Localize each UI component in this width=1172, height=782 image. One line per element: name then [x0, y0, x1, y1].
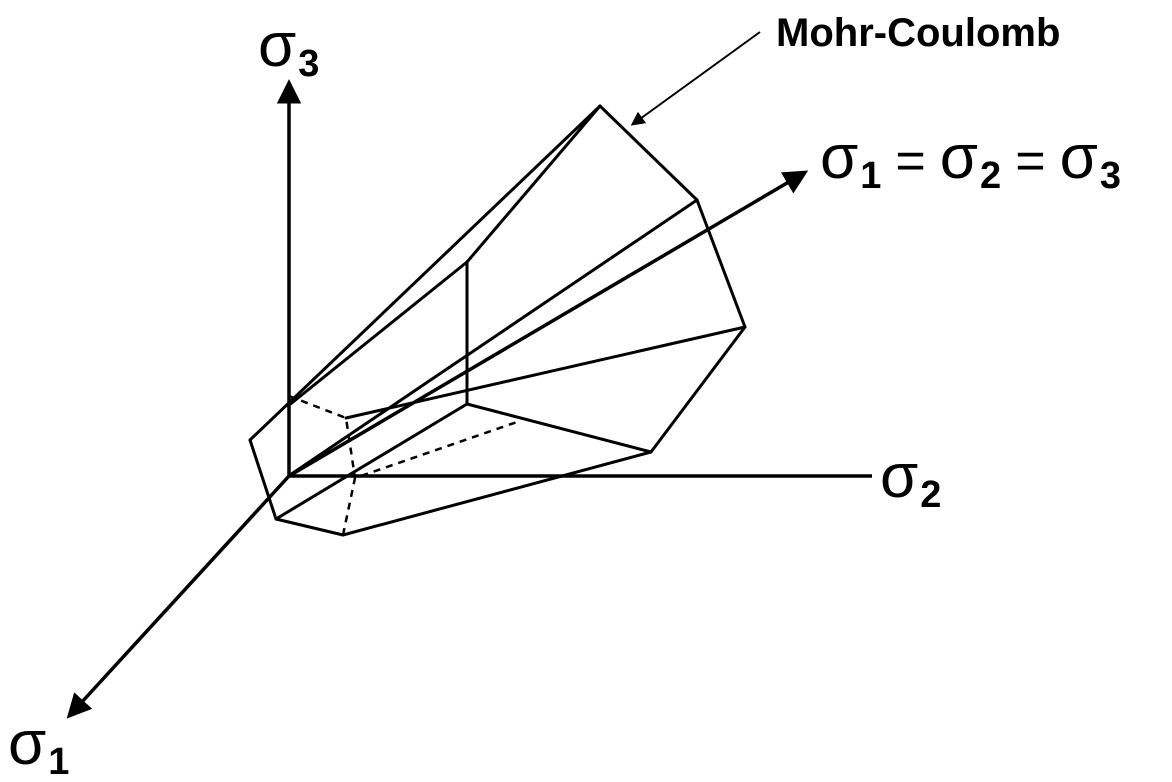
surface-label: Mohr-Coulomb	[776, 11, 1060, 55]
mohr-coulomb-surface	[248, 104, 747, 537]
far-hexagon-section	[465, 104, 747, 454]
sigma1-axis-label: σ1	[8, 709, 69, 782]
axes	[66, 79, 872, 719]
callout-arrow	[630, 31, 761, 126]
sigma3-axis-label: σ3	[258, 11, 319, 85]
hidden-edge-lower	[341, 419, 521, 536]
edge-upper-inner	[286, 260, 469, 408]
sigma2-axis-label: σ2	[880, 442, 941, 516]
edge-bottom	[341, 450, 653, 537]
hydrostatic-axis	[288, 170, 809, 478]
edge-upper-right	[288, 198, 699, 477]
sigma1-axis	[66, 474, 291, 719]
edge-inner-low	[274, 402, 469, 521]
edge-top	[248, 104, 602, 442]
hydrostatic-axis-label: σ1=σ2=σ3	[820, 123, 1121, 197]
